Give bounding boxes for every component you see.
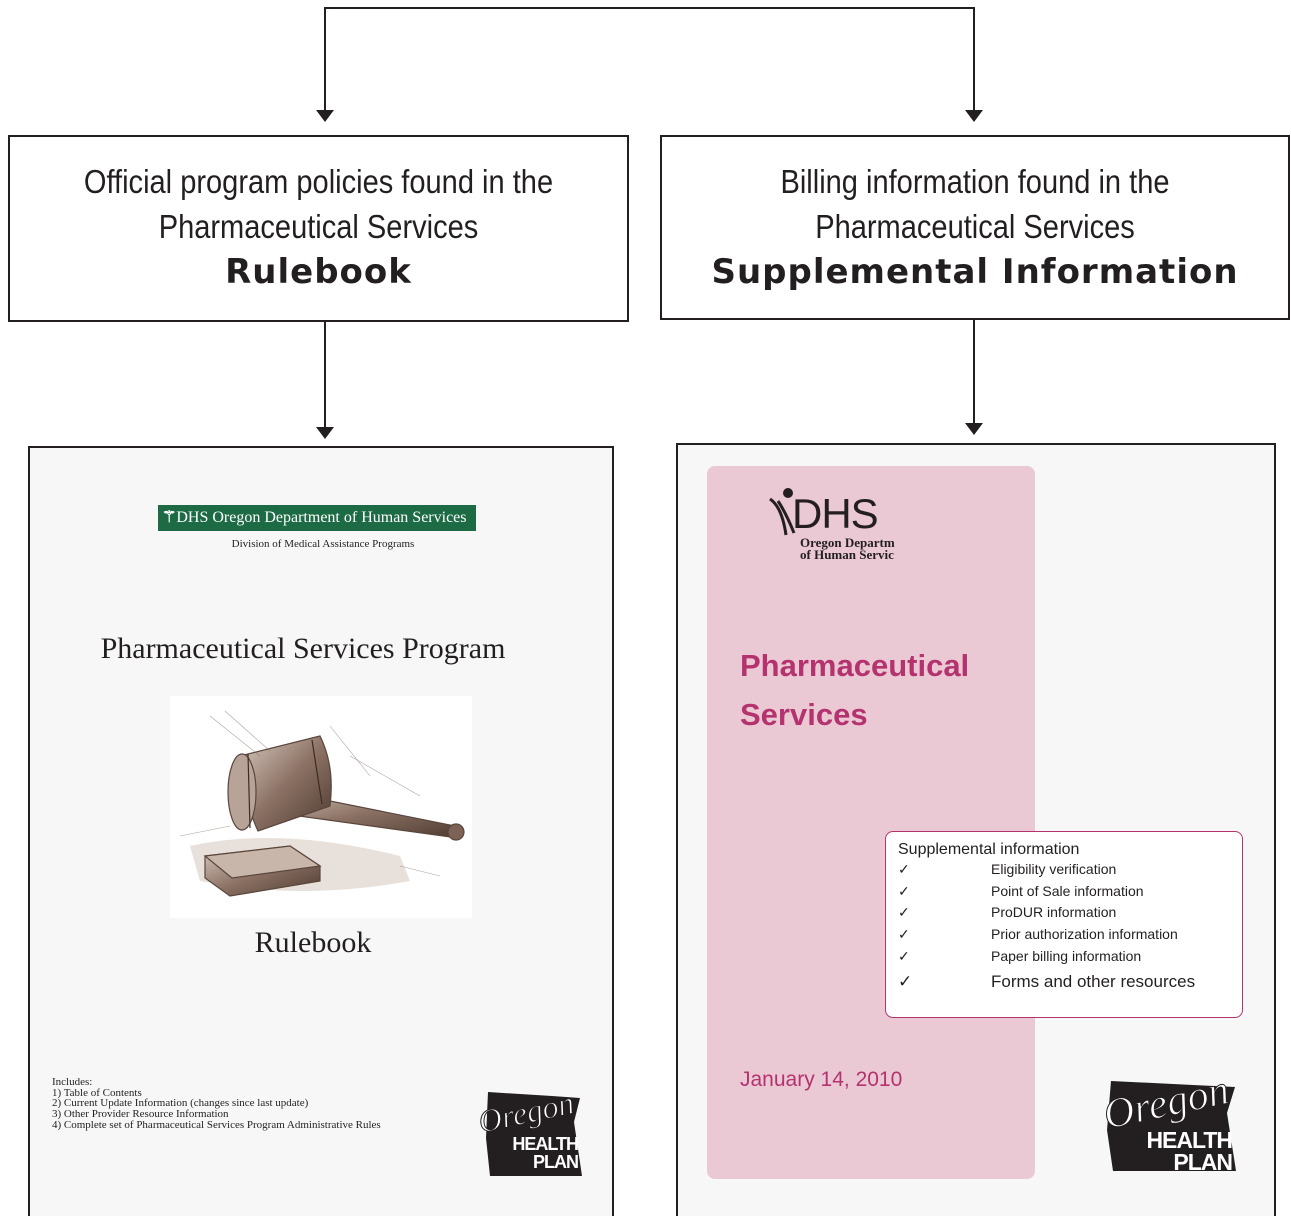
dhs-logo-line2: of Human Servic (800, 547, 894, 562)
supplemental-cover: DHS Oregon Departm of Human Servic Pharm… (676, 443, 1276, 1216)
check-icon: ✓ (898, 947, 910, 964)
ohp-logo-plan: PLAN (1173, 1149, 1233, 1175)
cover-title-line1: Pharmaceutical (740, 648, 970, 683)
supplemental-box-bold: Supplemental Information (711, 252, 1239, 292)
list-item-label: Paper billing information (991, 947, 1142, 964)
dhs-logo-bar: ⚚DHS Oregon Department of Human Services (158, 505, 476, 531)
list-item-label: Eligibility verification (991, 861, 1117, 877)
arrowhead-right-doc (965, 423, 983, 435)
list-item-label: ProDUR information (991, 904, 1117, 921)
rulebook-cover: ⚚DHS Oregon Department of Human Services… (28, 446, 614, 1216)
supplemental-box: Billing information found in the Pharmac… (660, 135, 1290, 320)
rulebook-box: Official program policies found in the P… (8, 135, 629, 322)
list-item-label: Point of Sale information (991, 882, 1144, 899)
rulebook-program-title: Pharmaceutical Services Program (100, 632, 506, 665)
dhs-logo-text: DHS Oregon Department of Human Services (176, 509, 467, 526)
supplemental-box-line2: Pharmaceutical Services (815, 208, 1135, 245)
list-item: ✓ Point of Sale information (898, 881, 1242, 903)
includes-item: 2) Current Update Information (changes s… (52, 1097, 309, 1110)
ohp-logo-health: HEALTH (512, 1134, 579, 1154)
dhs-logo-line1: Oregon Departm (800, 535, 895, 550)
arrowhead-left-doc (316, 427, 334, 439)
dhs-letters: DHS (792, 490, 879, 537)
rulebook-box-line2: Pharmaceutical Services (158, 208, 479, 245)
includes-item: 3) Other Provider Resource Information (52, 1108, 229, 1121)
ohp-logo-left: Oregon HEALTH PLAN (475, 1084, 584, 1178)
pink-cover-panel (707, 466, 1035, 1179)
ohp-logo-plan: PLAN (533, 1152, 579, 1172)
cover-date: January 14, 2010 (740, 1068, 903, 1091)
rulebook-subtitle: Rulebook (254, 926, 372, 959)
includes-block: Includes: 1) Table of Contents 2) Curren… (52, 1077, 381, 1131)
gavel-illustration (170, 696, 472, 918)
check-icon: ✓ (898, 882, 910, 899)
arrowhead-left-top (316, 110, 334, 122)
check-icon: ✓ (898, 861, 910, 877)
rulebook-box-line1: Official program policies found in the (83, 163, 554, 200)
list-item: ✓ Prior authorization information (898, 924, 1242, 946)
ohp-logo-right: Oregon HEALTH PLAN (1099, 1067, 1238, 1175)
arrowhead-right-top (965, 110, 983, 122)
supplemental-list: ✓ Eligibility verification ✓ Point of Sale… (898, 859, 1242, 996)
list-item-label: Prior authorization information (991, 926, 1178, 943)
ohp-logo-health: HEALTH (1146, 1127, 1233, 1153)
includes-item: 1) Table of Contents (52, 1086, 142, 1099)
list-item: ✓ Eligibility verification (898, 859, 1242, 881)
list-item-label: Forms and other resources (991, 971, 1196, 991)
list-item: ✓ ProDUR information (898, 902, 1242, 924)
dhs-logo-right: DHS Oregon Departm of Human Servic (768, 485, 908, 575)
dhs-person-icon: ⚚ (162, 509, 177, 526)
supplemental-heading: Supplemental information (898, 841, 1080, 858)
check-icon: ✓ (898, 904, 910, 921)
list-item: ✓ Forms and other resources (898, 968, 1242, 996)
check-icon: ✓ (898, 971, 913, 991)
supplemental-info-box: Supplemental information ✓ Eligibility ve… (885, 831, 1243, 1018)
top-bracket (324, 7, 975, 110)
includes-item: 4) Complete set of Pharmaceutical Servic… (52, 1118, 381, 1131)
check-icon: ✓ (898, 926, 910, 943)
dhs-person-icon (769, 488, 796, 536)
cover-title-line2: Services (740, 697, 868, 732)
rulebook-box-bold: Rulebook (225, 252, 412, 292)
oregon-state-icon (1107, 1081, 1236, 1171)
division-text: Division of Medical Assistance Programs (231, 538, 415, 550)
list-item: ✓ Paper billing information (898, 946, 1242, 968)
oregon-state-icon (486, 1092, 582, 1176)
includes-heading: Includes: (52, 1076, 93, 1088)
supplemental-box-line1: Billing information found in the (780, 163, 1170, 200)
